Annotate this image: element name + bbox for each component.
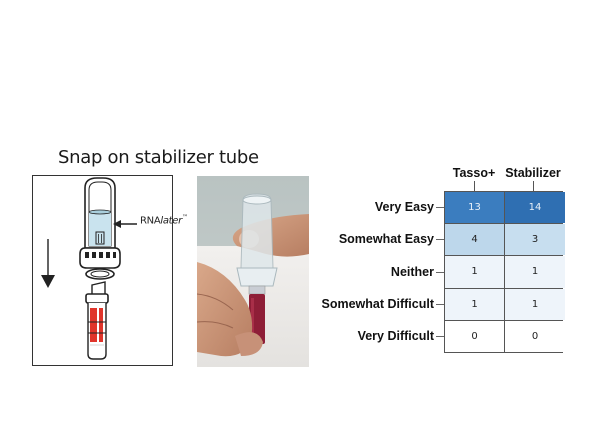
rnalater-label: RNAlater™	[140, 214, 188, 227]
row-tick	[436, 207, 444, 208]
column-tick	[474, 181, 475, 191]
heatmap-grid: 13 14 4 3 1 1 1 1 0 0	[444, 191, 565, 353]
row-label-somewhat-easy: Somewhat Easy	[338, 232, 434, 246]
row-label-very-easy: Very Easy	[374, 200, 434, 214]
row-tick	[436, 304, 444, 305]
row-label-very-difficult: Very Difficult	[357, 329, 434, 343]
heatmap-cell: 0	[505, 320, 565, 352]
tube-diagram-icon	[41, 177, 137, 360]
stabilizer-tube-photo	[197, 176, 309, 367]
heatmap-cell: 1	[445, 288, 504, 320]
heatmap-cell: 4	[445, 224, 504, 256]
row-tick	[436, 272, 444, 273]
column-tick	[533, 181, 534, 191]
heatmap-cell: 13	[445, 192, 504, 224]
heatmap-cell: 3	[505, 224, 565, 256]
row-label-neither: Neither	[390, 265, 434, 279]
figure-title: Snap on stabilizer tube	[58, 147, 259, 168]
column-header-stabilizer: Stabilizer	[505, 166, 561, 180]
hands-holding-tube-photo	[197, 176, 309, 367]
heatmap-cell: 1	[445, 256, 504, 288]
heatmap-cell: 1	[505, 288, 565, 320]
stabilizer-tube-illustration: RNAlater™	[32, 175, 188, 366]
heatmap-cell: 1	[505, 256, 565, 288]
row-label-somewhat-difficult: Somewhat Difficult	[321, 297, 434, 311]
row-tick	[436, 336, 444, 337]
heatmap-cell: 14	[505, 192, 565, 224]
column-header-tasso: Tasso+	[452, 166, 496, 180]
heatmap-cell: 0	[445, 320, 504, 352]
row-tick	[436, 239, 444, 240]
